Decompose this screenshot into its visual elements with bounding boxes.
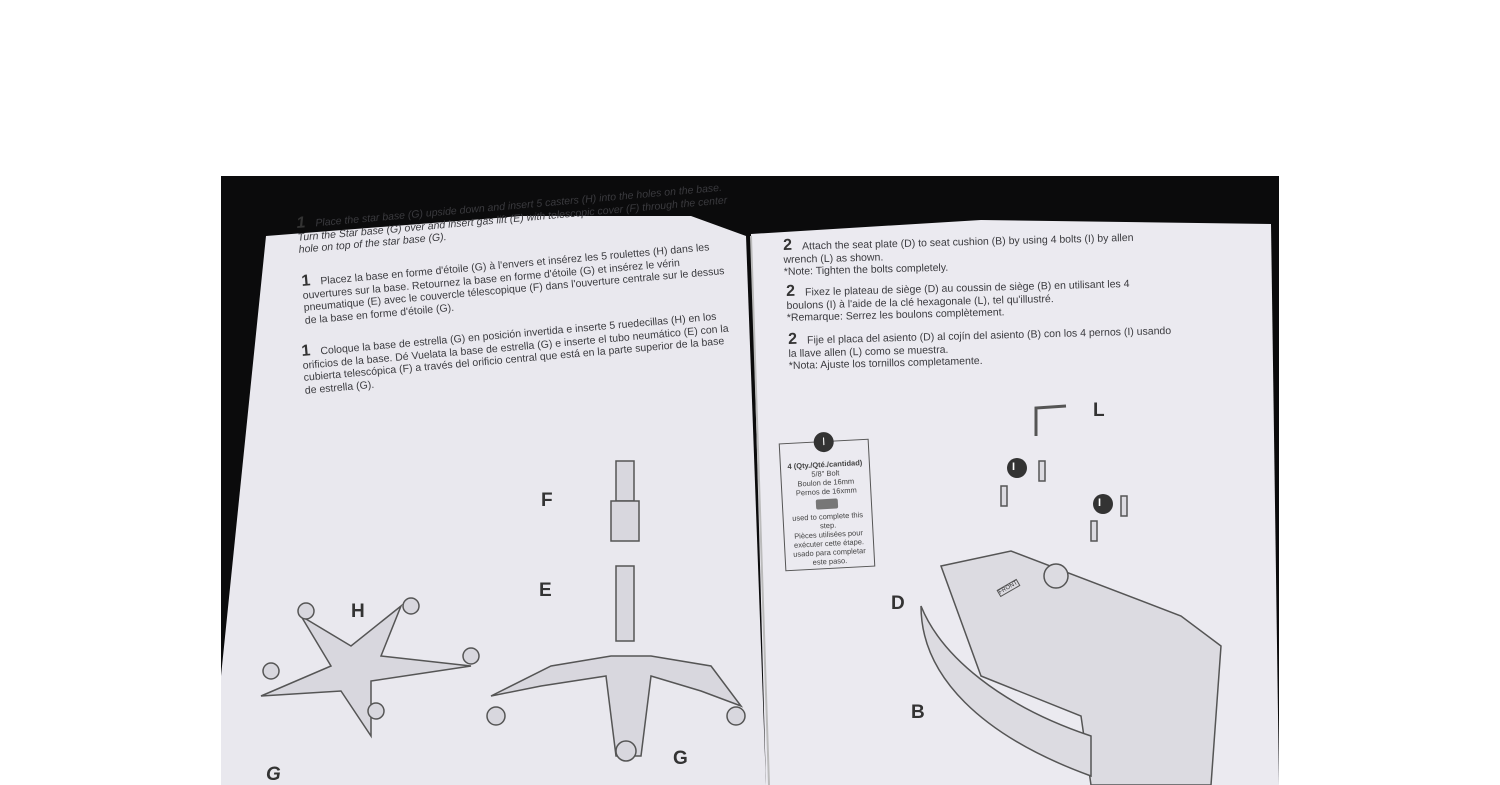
- manual-pages: [221, 216, 1279, 785]
- bolt-badge: I: [813, 431, 835, 453]
- label-g-base: G: [673, 748, 688, 769]
- label-h: H: [351, 601, 365, 622]
- label-b: B: [911, 702, 925, 723]
- star-base-drawing: [260, 597, 480, 739]
- bolt-icon: [815, 498, 839, 510]
- label-f: F: [541, 490, 553, 511]
- parts-usage: usado para completar este paso.: [793, 546, 866, 567]
- seat-drawing: [920, 404, 1222, 785]
- label-i: I: [1012, 461, 1016, 473]
- label-l: L: [1093, 400, 1105, 421]
- bolt-badges: [1007, 458, 1113, 514]
- label-e: E: [539, 580, 552, 601]
- spine: [750, 235, 770, 785]
- gas-lift-drawing: [486, 460, 746, 762]
- label-i: I: [1098, 497, 1102, 509]
- parts-box: I 4 (Qty./Qté./cantidad) 5/8" Bolt Boulo…: [778, 431, 876, 572]
- label-d: D: [891, 593, 905, 614]
- label-g-star: G: [266, 764, 281, 785]
